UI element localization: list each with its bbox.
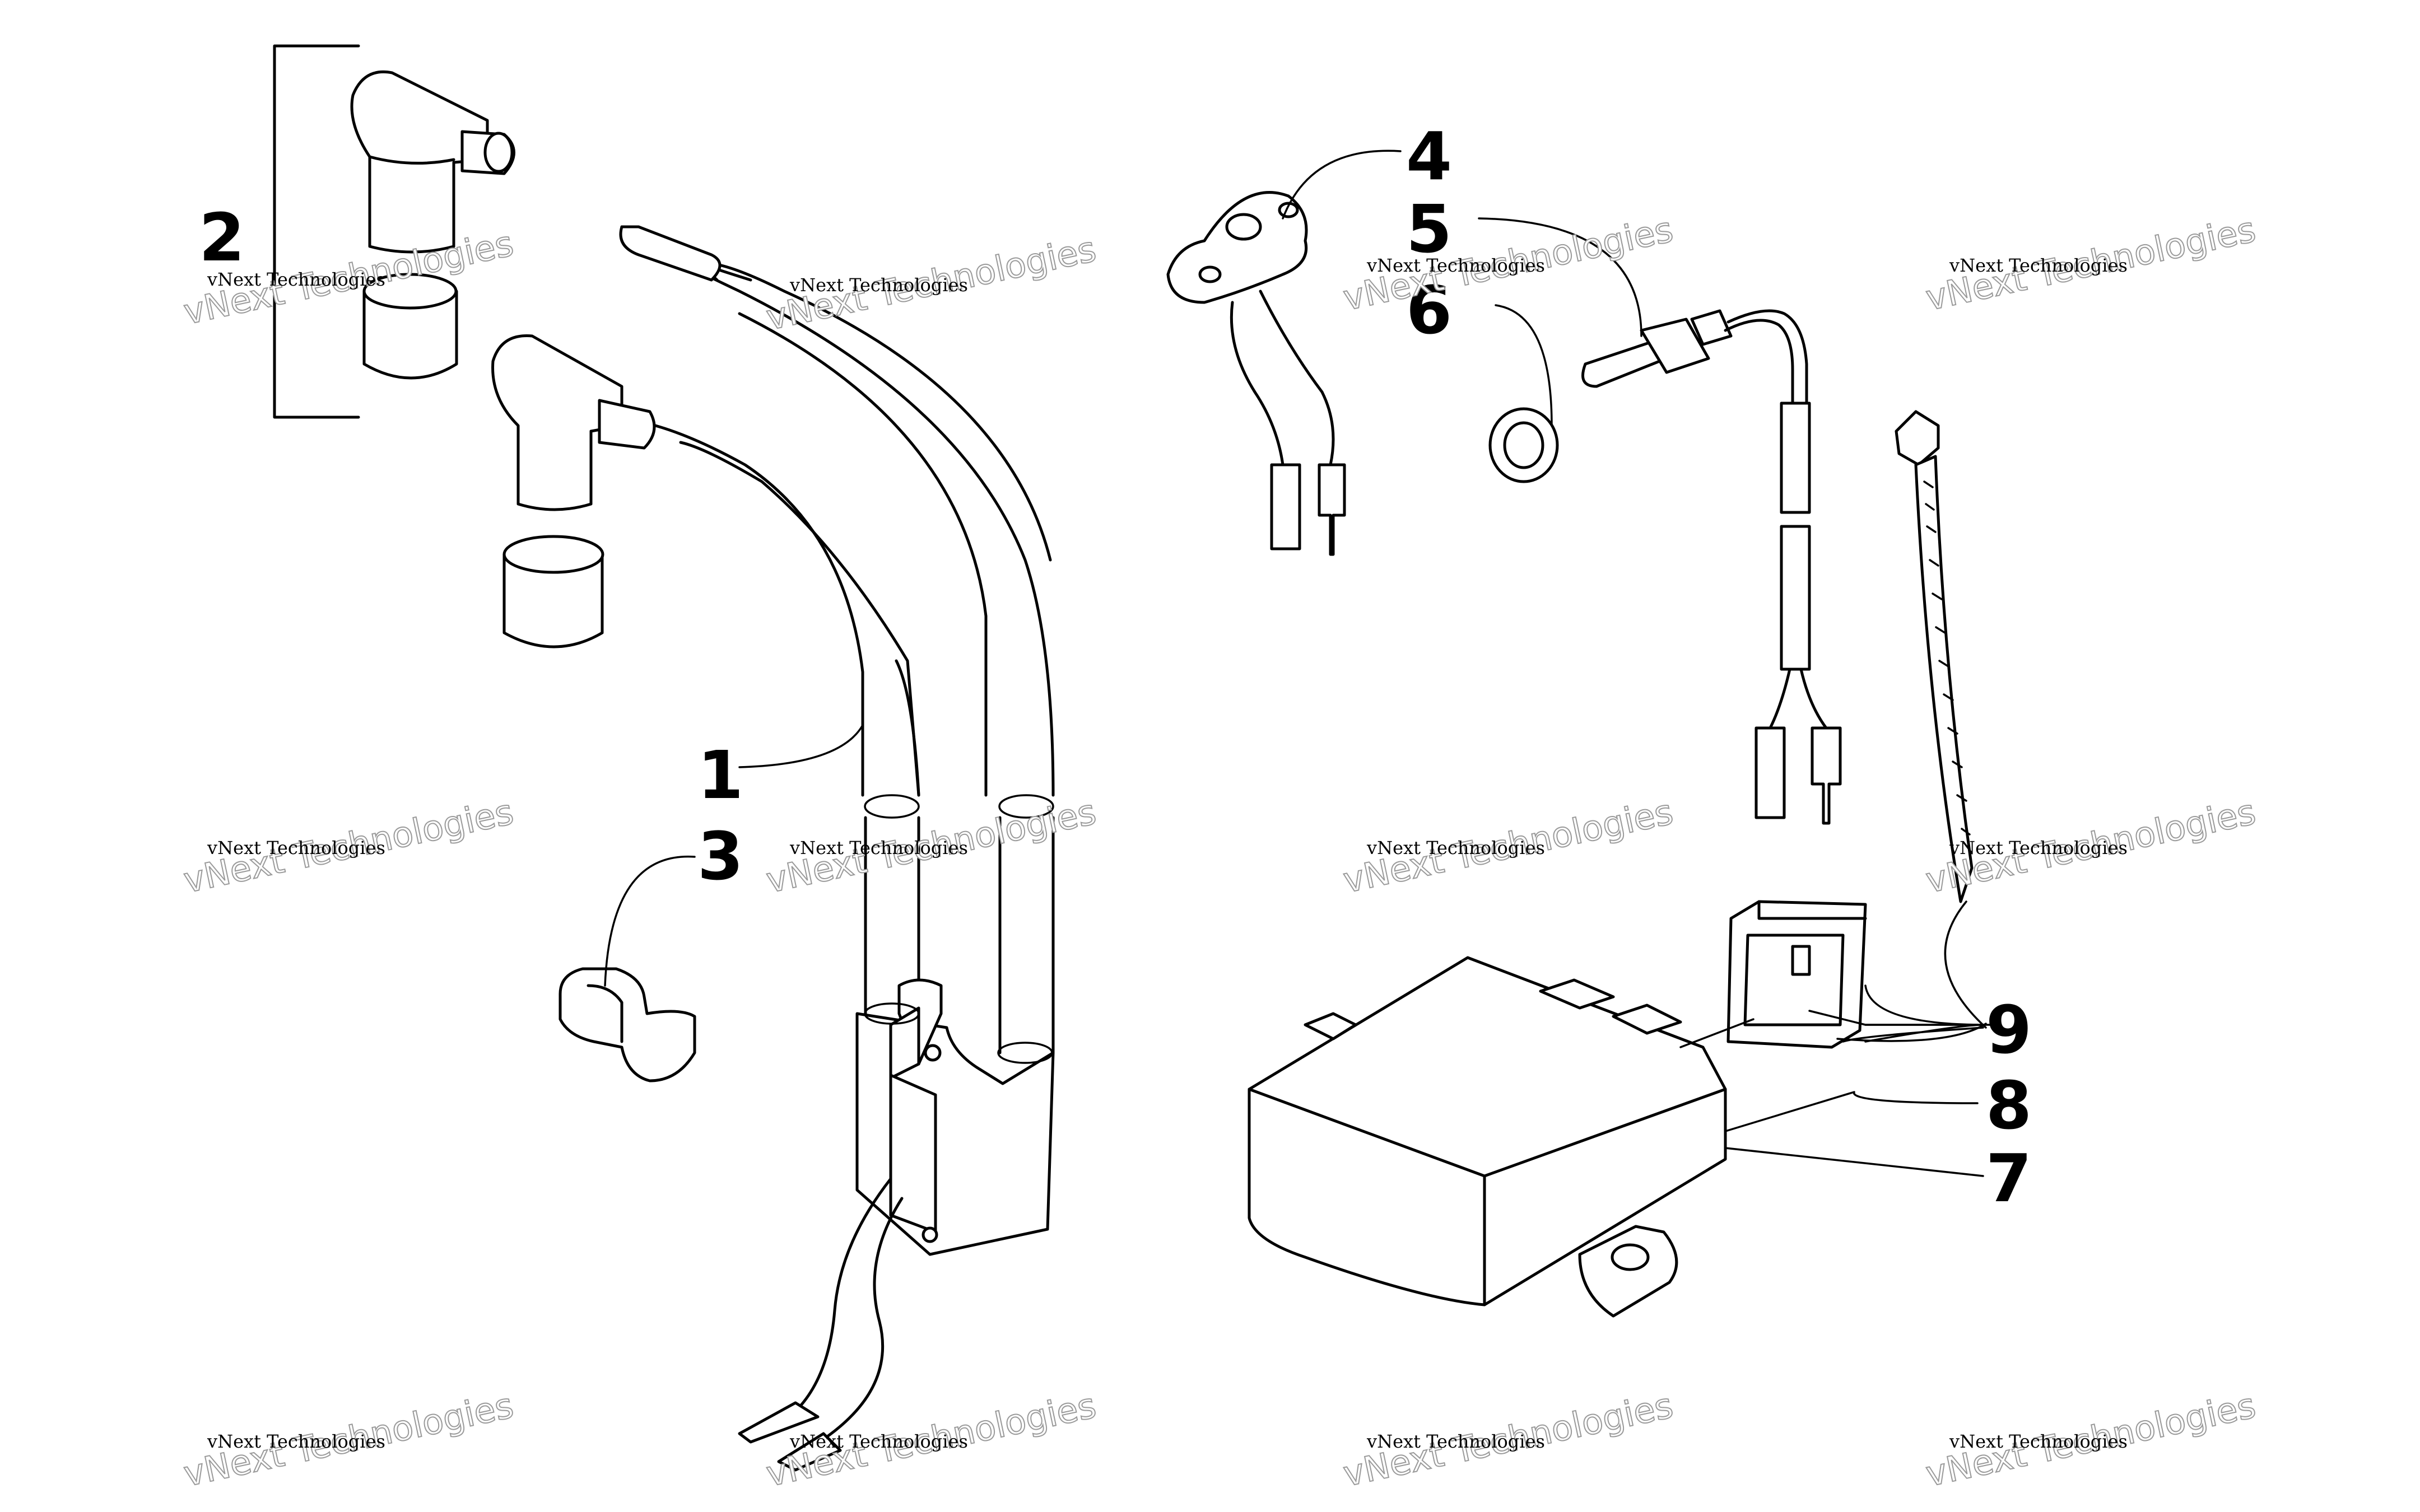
callout-9: 9 — [1986, 991, 2032, 1068]
watermark-small: vNext Technologies — [207, 1431, 385, 1452]
watermark-small: vNext Technologies — [207, 837, 385, 858]
watermark-small: vNext Technologies — [1366, 1431, 1545, 1452]
watermark-small: vNext Technologies — [1949, 837, 2128, 858]
watermark-small: vNext Technologies — [789, 837, 968, 858]
watermark-small: vNext Technologies — [1366, 837, 1545, 858]
watermark-small: vNext Technologies — [789, 274, 968, 296]
part-5-temperature-sensor — [1581, 309, 1842, 825]
callout-3: 3 — [697, 818, 743, 895]
callout-6: 6 — [1406, 272, 1452, 349]
watermark-small: vNext Technologies — [1949, 1431, 2128, 1452]
part-9-cable-tie — [1895, 410, 1974, 903]
part-1-ignition-coil — [619, 225, 1055, 1472]
part-6-washer — [1488, 407, 1559, 483]
watermark-small: vNext Technologies — [1366, 255, 1545, 276]
callout-4: 4 — [1406, 118, 1452, 195]
part-2-spark-plug-cap — [273, 44, 656, 648]
callout-2: 2 — [199, 199, 245, 276]
watermarks: vNext Technologies vNext Technologies vN… — [180, 208, 2260, 1495]
part-4-sensor — [1166, 191, 1346, 556]
callout-7: 7 — [1986, 1140, 2032, 1217]
callout-8: 8 — [1986, 1067, 2032, 1144]
watermark-small: vNext Technologies — [789, 1431, 968, 1452]
callout-5: 5 — [1406, 190, 1452, 268]
callout-1: 1 — [697, 736, 743, 814]
callout-labels: 1 2 3 4 5 6 7 8 9 — [199, 118, 2032, 1217]
watermark-small: vNext Technologies — [1949, 255, 2128, 276]
part-7-cdi-unit — [1248, 956, 1727, 1318]
part-3-lead-clip — [559, 967, 696, 1082]
watermark-small: vNext Technologies — [207, 269, 385, 290]
part-8-connector-cover — [1726, 900, 1867, 1049]
leader-lines — [604, 150, 2001, 1177]
